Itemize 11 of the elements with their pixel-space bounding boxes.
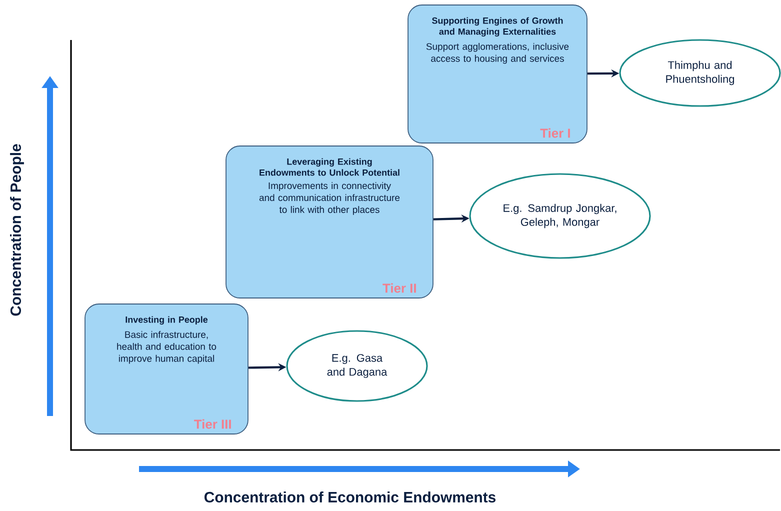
box-heading: Investing in People bbox=[126, 316, 208, 325]
axis-label: Concentration of Economic Endowments bbox=[204, 492, 496, 502]
axis-label: Concentration of People bbox=[10, 144, 24, 316]
box-text: Support agglomerations, inclusive access to housing and services bbox=[426, 42, 569, 64]
tier-label: Tier I bbox=[540, 128, 570, 138]
tier-label: Tier III bbox=[194, 419, 231, 429]
box-text: Basic infrastructure, health and education to improve human capital bbox=[117, 330, 216, 364]
tier-label: Tier II bbox=[382, 283, 416, 293]
box-heading: Leveraging Existing Endowments to Unlock Potential bbox=[260, 158, 400, 176]
box-text: Improvements in connectivity and communication infrastructure to link with other places bbox=[259, 182, 400, 215]
box-heading: Supporting Engines of Growth and Managing Externalities bbox=[432, 17, 563, 37]
